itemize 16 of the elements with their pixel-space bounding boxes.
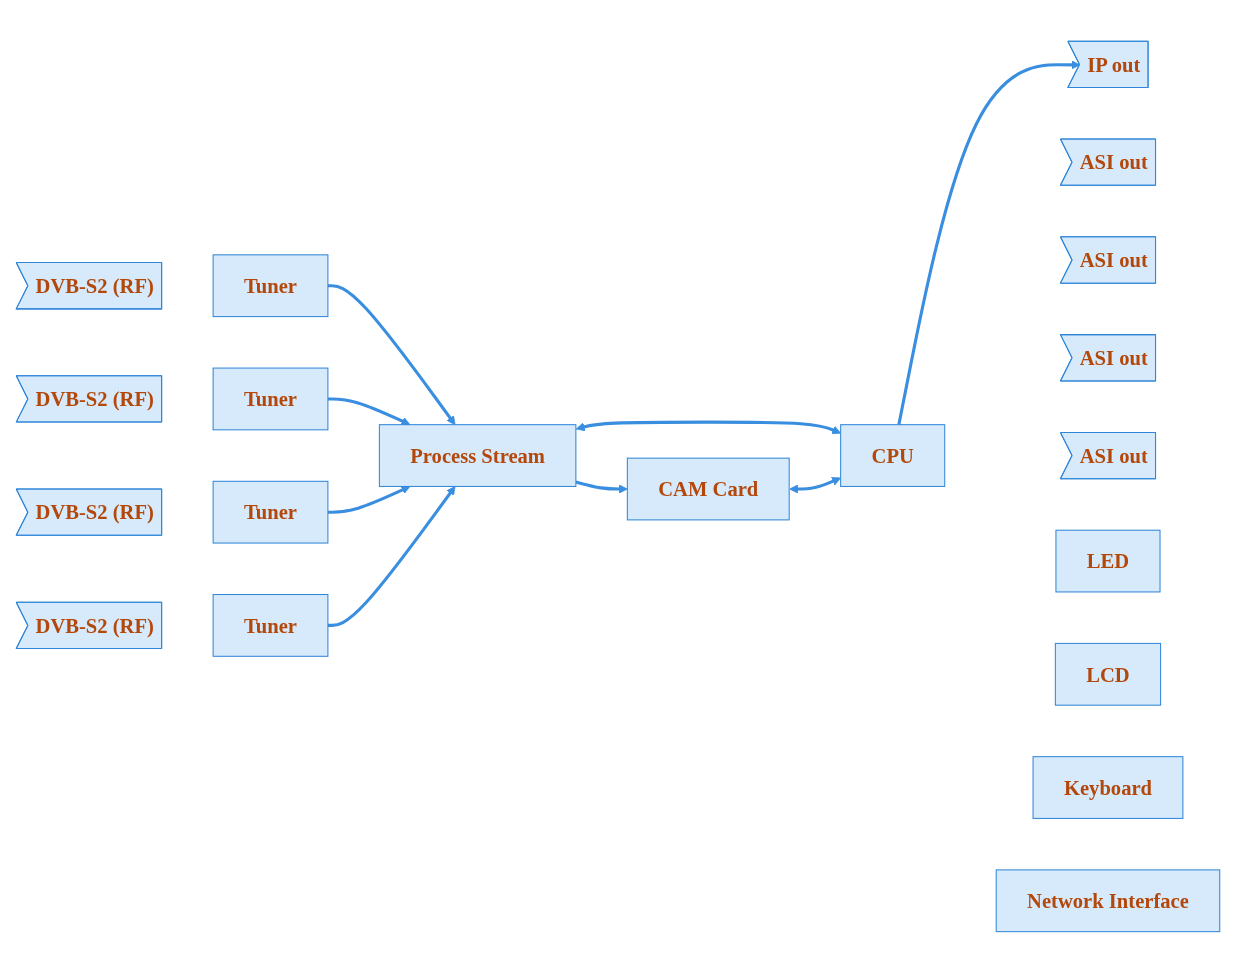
arrow bbox=[327, 485, 456, 627]
node-box: CPU bbox=[840, 423, 946, 487]
node-box: Network Interface bbox=[995, 868, 1221, 932]
arrow bbox=[327, 283, 456, 425]
node-box: LCD bbox=[1054, 642, 1162, 706]
node-box: Keyboard bbox=[1032, 755, 1184, 819]
node-box: Tuner bbox=[212, 593, 329, 657]
node-box: CAM Card bbox=[626, 457, 790, 520]
arrow bbox=[327, 396, 411, 425]
node-box: LED bbox=[1055, 529, 1161, 592]
node-box: Tuner bbox=[212, 253, 329, 317]
arrow bbox=[327, 485, 411, 514]
node-box: Process Stream bbox=[378, 423, 577, 487]
node-box: Tuner bbox=[212, 367, 329, 430]
node-box: Tuner bbox=[212, 480, 329, 544]
arrow bbox=[575, 480, 628, 494]
